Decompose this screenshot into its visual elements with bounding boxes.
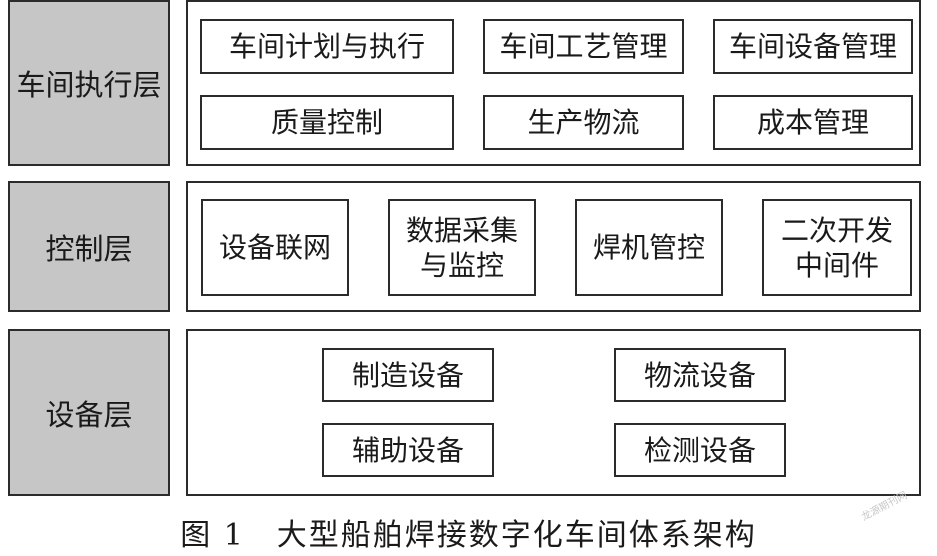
module-quality-control: 质量控制 — [200, 95, 454, 150]
layer-label-control: 控制层 — [8, 181, 170, 312]
module-production-logistics: 生产物流 — [483, 95, 684, 150]
module-secondary-middleware: 二次开发 中间件 — [762, 199, 912, 296]
module-welder-control: 焊机管控 — [575, 199, 723, 296]
module-workshop-process: 车间工艺管理 — [483, 19, 684, 74]
module-data-acquisition: 数据采集 与监控 — [388, 199, 536, 296]
module-inspection-equipment: 检测设备 — [614, 423, 786, 477]
module-workshop-planning: 车间计划与执行 — [200, 19, 454, 74]
figure-caption: 图 1 大型船舶焊接数字化车间体系架构 — [180, 518, 757, 553]
module-cost-management: 成本管理 — [713, 95, 913, 150]
module-auxiliary-equipment: 辅助设备 — [322, 423, 494, 477]
module-logistics-equipment: 物流设备 — [614, 348, 786, 402]
module-manufacturing-equipment: 制造设备 — [322, 348, 494, 402]
module-workshop-equipment: 车间设备管理 — [713, 19, 913, 74]
layer-label-execution: 车间执行层 — [8, 0, 170, 166]
module-equipment-networking: 设备联网 — [201, 199, 349, 296]
layer-label-equipment: 设备层 — [8, 329, 170, 496]
equipment-layer-panel — [186, 329, 921, 496]
